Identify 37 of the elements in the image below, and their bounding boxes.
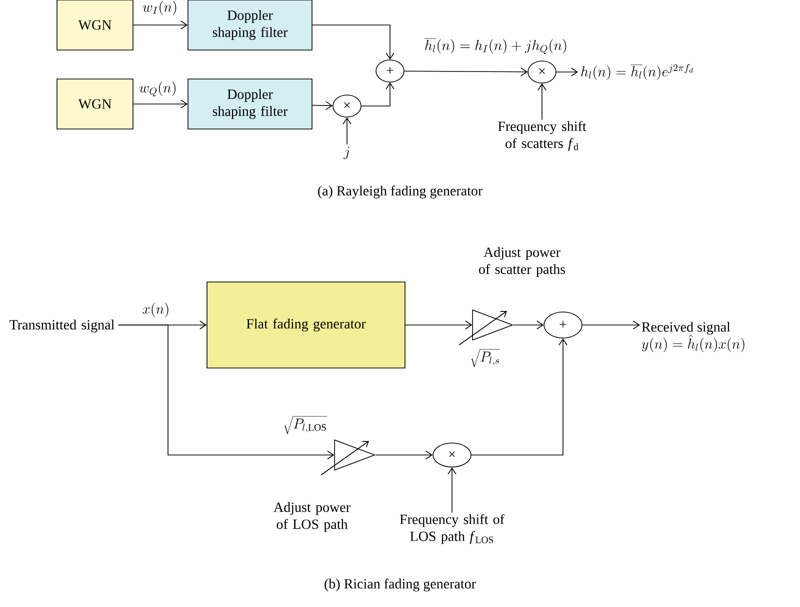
edge-label: $w_I(n)$ bbox=[142, 0, 176, 16]
caption: (a) Rayleigh fading generator bbox=[318, 186, 483, 198]
arrow bbox=[404, 67, 528, 76]
annotation: $\sqrt{P_{l,\mathrm{LOS}}}$ bbox=[284, 416, 328, 434]
arrow bbox=[133, 100, 188, 108]
output-label: $h_l(n) = \overline{h_l}(n)e^{j2\pi f_d}$ bbox=[581, 64, 693, 80]
input-label: Transmitted signal bbox=[10, 320, 114, 332]
edge-label: $\overline{h_l}(n) = h_I(n) + jh_Q(n)$ bbox=[424, 38, 566, 54]
arrow bbox=[405, 320, 472, 330]
annotation: Adjust power of scatter paths bbox=[479, 247, 566, 277]
arrow bbox=[375, 450, 433, 460]
arrow bbox=[312, 24, 394, 60]
edge-label: $x(n)$ bbox=[142, 302, 168, 318]
annotation: Frequency shift of LOS path f$_{LOS}$ bbox=[400, 514, 504, 544]
arrow bbox=[448, 467, 456, 514]
generator-box: Flat fading generator bbox=[206, 282, 406, 368]
arrow bbox=[312, 101, 333, 110]
output-label: Received signal $y(n) = \hat{h}_l(n)x(n)$ bbox=[642, 322, 744, 352]
filter-box: Doppler shaping filter bbox=[188, 78, 312, 130]
filter-box: Doppler shaping filter bbox=[188, 0, 312, 50]
caption: (b) Rician fading generator bbox=[324, 578, 476, 592]
arrow bbox=[342, 117, 352, 145]
arrow bbox=[471, 338, 568, 456]
generator-box: WGN bbox=[56, 78, 134, 130]
arrow bbox=[513, 320, 544, 330]
arrow bbox=[556, 68, 578, 76]
arrow bbox=[361, 82, 394, 106]
generator-box: WGN bbox=[56, 0, 134, 50]
input-label: $j$ bbox=[344, 146, 350, 160]
annotation: $\sqrt{P_{l,s}}$ bbox=[470, 349, 500, 368]
edge-label: $w_Q(n)$ bbox=[139, 82, 176, 96]
arrow bbox=[133, 20, 188, 30]
arrow bbox=[582, 320, 640, 330]
arrow bbox=[118, 324, 334, 460]
annotation: Adjust power of LOS path bbox=[274, 502, 350, 532]
arrow bbox=[538, 83, 546, 120]
annotation: Frequency shift of scatters f$_{d}$ bbox=[498, 121, 586, 151]
